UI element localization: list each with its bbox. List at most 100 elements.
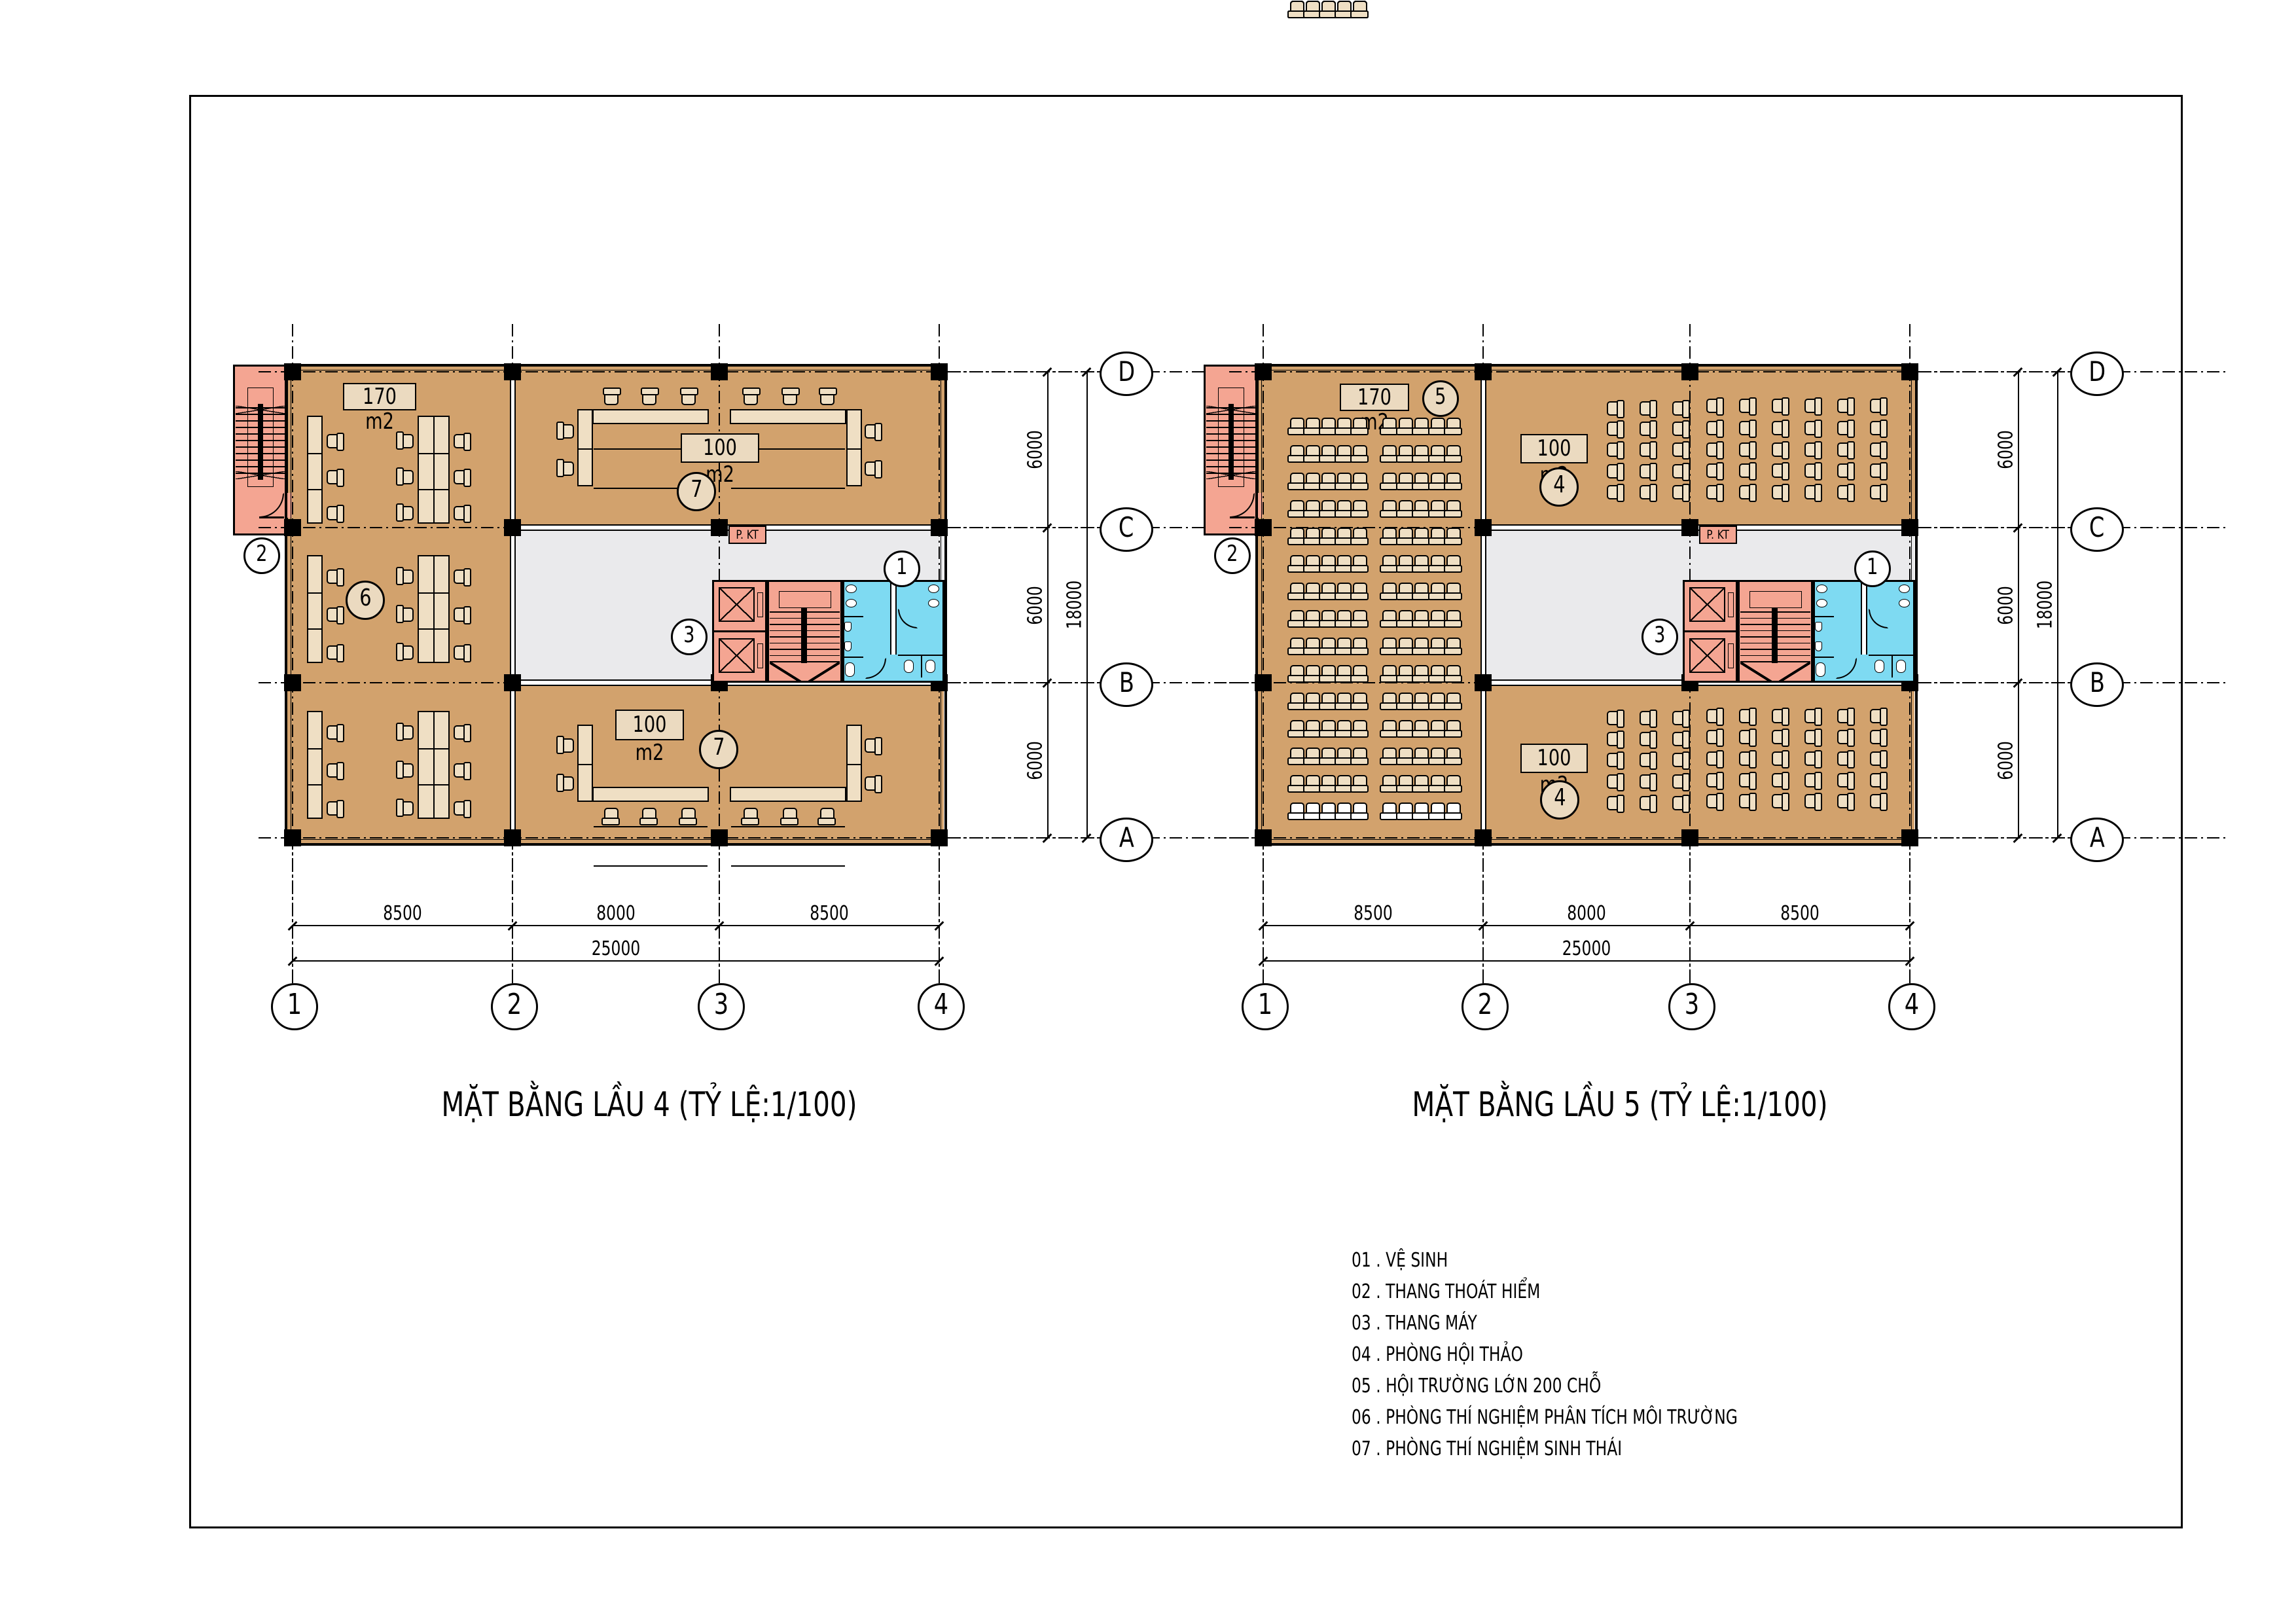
- urinal: [1815, 641, 1822, 651]
- column: [1901, 519, 1918, 536]
- chair-icon: [1738, 397, 1757, 416]
- elevator-counterweight: [757, 643, 763, 668]
- grid-line: [1263, 321, 1264, 982]
- chair-icon: [1804, 441, 1822, 460]
- stair-number-circle: 2: [1214, 537, 1251, 574]
- column: [1681, 519, 1698, 536]
- chair-icon: [780, 807, 798, 825]
- dim-line: [1047, 372, 1049, 838]
- chair-icon: [1869, 750, 1888, 768]
- chair-icon: [1380, 692, 1398, 710]
- legend-item-7: 07 . PHÒNG THÍ NGHIỆM SINH THÁI: [1352, 1437, 1623, 1460]
- chair-icon: [1606, 420, 1624, 439]
- chair-icon: [1350, 499, 1369, 518]
- grid-line: [1689, 846, 1691, 983]
- column: [1255, 829, 1272, 846]
- chair-icon: [1444, 609, 1462, 628]
- chair-icon: [1427, 417, 1446, 435]
- core-stair-rail: [1772, 607, 1778, 663]
- wc: [1874, 660, 1884, 673]
- chair-icon: [1412, 499, 1430, 518]
- stair-x: [236, 406, 285, 414]
- chair-icon: [1738, 441, 1757, 460]
- chair-icon: [1380, 664, 1398, 683]
- chair-icon: [1427, 747, 1446, 765]
- dim-6000: 6000: [1024, 430, 1047, 469]
- chair-icon: [641, 388, 659, 406]
- chair-icon: [1427, 802, 1446, 820]
- chair-icon: [1444, 444, 1462, 463]
- chair-icon: [1412, 527, 1430, 545]
- column: [284, 674, 301, 691]
- room-area-label: 170 m2: [1340, 384, 1409, 435]
- dim-line: [2057, 372, 2058, 838]
- chair-icon: [1380, 774, 1398, 793]
- chair-icon: [396, 723, 414, 741]
- chair-icon: [1427, 499, 1446, 518]
- legend-item-4: 04 . PHÒNG HỘI THẢO: [1352, 1343, 1523, 1366]
- room-number-circle: 7: [699, 730, 738, 769]
- core-stair-rail: [801, 607, 807, 663]
- chair-icon: [1706, 708, 1724, 726]
- chair-icon: [1771, 793, 1789, 811]
- dim-line: [1814, 657, 1834, 658]
- wc: [1816, 662, 1825, 677]
- chair-icon: [1771, 750, 1789, 768]
- chair-icon: [1837, 772, 1855, 790]
- lab-bench: [307, 711, 323, 819]
- chair-icon: [1380, 747, 1398, 765]
- chair-icon: [601, 807, 620, 825]
- stair-well: [1218, 388, 1244, 487]
- grid-line: [1263, 846, 1264, 983]
- chair-icon: [396, 503, 414, 522]
- grid-letter-circle: D: [2070, 352, 2124, 396]
- lab-bench: [577, 409, 593, 486]
- chair-icon: [864, 775, 882, 793]
- dim-line: [433, 416, 435, 524]
- chair-icon: [1606, 484, 1624, 502]
- dim-6000: 6000: [1024, 585, 1047, 625]
- chair-icon: [556, 422, 575, 440]
- stair-number-circle: 2: [243, 537, 280, 574]
- basin: [1816, 585, 1827, 593]
- chair-icon: [1837, 420, 1855, 438]
- chair-icon: [453, 644, 471, 662]
- chair-icon: [1412, 774, 1430, 793]
- dim-line: [1814, 616, 1834, 617]
- chair-icon: [1380, 472, 1398, 490]
- chair-icon: [1350, 637, 1369, 655]
- chair-icon: [1869, 397, 1888, 416]
- chair-icon: [1350, 692, 1369, 710]
- dim-line: [1892, 655, 1893, 677]
- chair-icon: [1380, 609, 1398, 628]
- chair-icon: [1869, 793, 1888, 811]
- dim-line: [2018, 372, 2019, 838]
- column: [1681, 363, 1698, 380]
- chair-icon: [396, 761, 414, 779]
- chair-icon: [1444, 692, 1462, 710]
- grid-letter-circle: D: [1100, 352, 1153, 396]
- column: [711, 363, 728, 380]
- chair-icon: [1672, 420, 1690, 439]
- chair-icon: [556, 459, 575, 477]
- chair-icon: [1639, 751, 1657, 770]
- column: [1475, 519, 1492, 536]
- chair-icon: [1771, 462, 1789, 480]
- dim-8500: 8500: [810, 902, 849, 925]
- room-number-circle: 4: [1540, 780, 1579, 820]
- grid-number-circle: 1: [1242, 983, 1289, 1030]
- column: [284, 363, 301, 380]
- stair-rail: [1229, 404, 1234, 480]
- chair-icon: [1444, 417, 1462, 435]
- dim-25000: 25000: [1562, 937, 1611, 960]
- chair-icon: [326, 724, 344, 742]
- chair-icon: [1395, 637, 1414, 655]
- lab-bench: [846, 409, 862, 486]
- basin: [928, 585, 939, 593]
- chair-icon: [1639, 420, 1657, 439]
- grid-line: [939, 846, 940, 983]
- chair-icon: [1444, 472, 1462, 490]
- chair-icon: [1350, 802, 1369, 820]
- chair-icon: [1380, 719, 1398, 738]
- chair-icon: [1427, 609, 1446, 628]
